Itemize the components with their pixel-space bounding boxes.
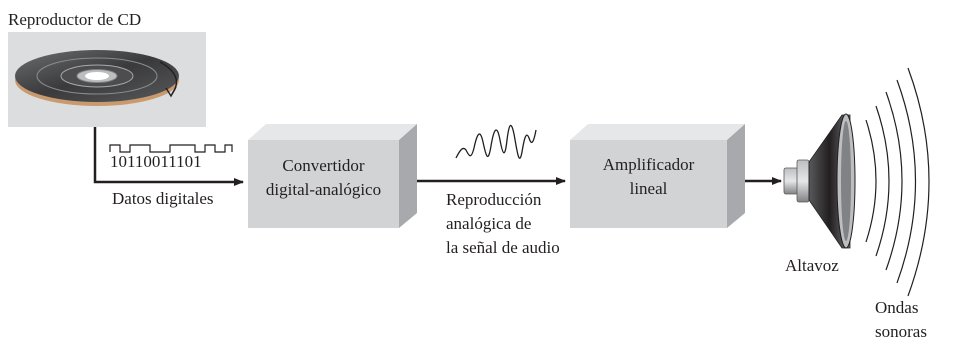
analog-label-line3: la señal de audio <box>446 238 560 257</box>
speaker-label: Altavoz <box>785 256 839 275</box>
amplifier-label-line1: Amplificador <box>602 155 695 174</box>
amplifier-label: Amplificador lineal <box>570 153 727 201</box>
dac-label-line2: digital-analógico <box>265 180 382 199</box>
bitstream-label: 10110011101 <box>110 152 202 171</box>
sound-waves-label: Ondas sonoras <box>875 296 927 344</box>
analog-label-line2: analógica de <box>446 214 532 233</box>
connector-cd-to-dac <box>93 127 244 186</box>
sound-waves-label-line1: Ondas <box>875 298 919 317</box>
dac-label: Convertidor digital-analógico <box>248 154 399 202</box>
sound-waves-label-line2: sonoras <box>875 322 927 341</box>
digital-data-label: Datos digitales <box>112 189 214 208</box>
amplifier-label-line2: lineal <box>629 179 668 198</box>
speaker-icon <box>783 113 856 249</box>
cd-player-icon <box>8 32 206 127</box>
dac-label-line1: Convertidor <box>282 156 365 175</box>
analog-waveform <box>455 124 537 159</box>
analog-label: Reproducción analógica de la señal de au… <box>446 188 560 260</box>
sound-waves-icon <box>865 67 930 297</box>
dac-box <box>248 124 417 228</box>
digital-pulse-waveform <box>109 144 233 153</box>
cd-player-label: Reproductor de CD <box>8 10 142 29</box>
amplifier-box <box>570 124 745 228</box>
analog-label-line1: Reproducción <box>446 190 542 209</box>
